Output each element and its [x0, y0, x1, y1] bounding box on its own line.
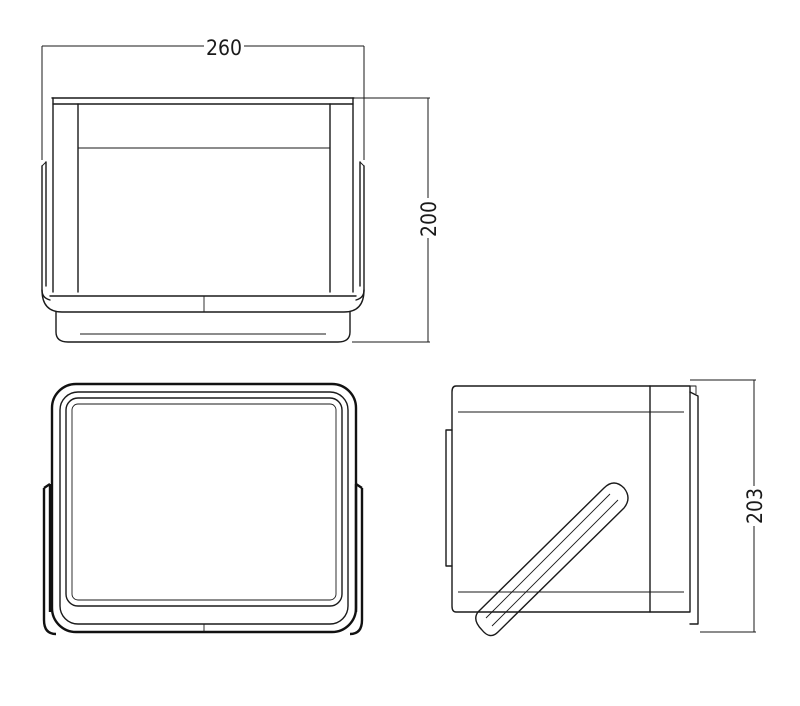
side-height-dimension-label: 203	[743, 488, 767, 524]
side-view	[445, 385, 699, 637]
side-height-dimension: 203	[690, 379, 767, 633]
top-view	[42, 382, 364, 636]
height-dimension-label: 200	[417, 201, 441, 237]
height-dimension: 200	[352, 97, 441, 343]
width-dimension-label: 260	[206, 36, 242, 60]
side-handle	[475, 482, 629, 637]
width-dimension: 260	[41, 36, 365, 160]
front-view	[41, 97, 365, 343]
